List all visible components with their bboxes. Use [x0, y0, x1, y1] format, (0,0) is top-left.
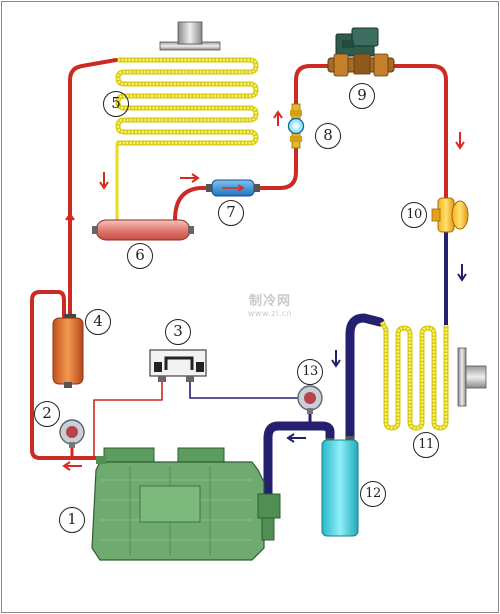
label-condenser: 5 [103, 91, 129, 117]
filter-drier-icon [206, 179, 260, 197]
solenoid-valve-icon [327, 27, 395, 77]
flow-arrow-up-left [65, 212, 75, 230]
oil-separator-icon [52, 314, 84, 388]
flow-arrow-down-evap [457, 264, 467, 282]
label-receiver: 6 [127, 243, 153, 269]
label-expansion-valve: 10 [401, 202, 427, 228]
label-sight-glass: 8 [315, 123, 341, 149]
sight-glass-icon [287, 103, 305, 149]
compressor-icon [91, 447, 281, 561]
liquid-line-2 [294, 64, 334, 117]
gas-liquid-separator-icon [321, 436, 359, 537]
low-pressure-switch-line [189, 379, 311, 409]
flow-arrow-left-suction [286, 433, 306, 443]
flow-arrow-down-suction [331, 350, 341, 368]
watermark: 制冷网 www.zl.cn [240, 290, 300, 318]
liquid-receiver-icon [92, 219, 194, 241]
flow-arrows [62, 110, 467, 471]
pressure-gauge-13-icon [297, 385, 323, 414]
flow-arrow-right-receiver [180, 173, 200, 183]
flow-arrow-down-right [455, 132, 465, 150]
evaporator-fan-icon [457, 347, 487, 407]
discharge-pipe [30, 290, 100, 460]
label-accumulator: 12 [360, 481, 386, 507]
label-filter-drier: 7 [218, 200, 244, 226]
label-compressor: 1 [59, 507, 85, 533]
label-gauge-2: 2 [34, 401, 60, 427]
evaporator-coil-icon [379, 320, 449, 431]
flow-arrow-up-sightglass [273, 110, 283, 126]
suction-return-pipe [263, 421, 335, 501]
pressure-switch-icon [149, 349, 207, 382]
label-pressure-switch: 3 [165, 319, 191, 345]
flow-arrow-left-discharge [62, 461, 82, 471]
condenser-coil-icon [115, 57, 259, 146]
high-pressure-switch-line [93, 379, 163, 459]
expansion-valve-icon [431, 197, 469, 233]
label-evaporator: 11 [413, 432, 439, 458]
suction-line [345, 313, 385, 445]
pressure-gauge-icon [59, 419, 85, 448]
condenser-fan-icon [159, 21, 221, 51]
label-oil-separator: 4 [85, 309, 111, 335]
watermark-main: 制冷网 [248, 294, 291, 309]
label-solenoid-valve: 9 [349, 83, 375, 109]
flow-arrow-down-condenser [99, 172, 109, 190]
watermark-sub: www.zl.cn [247, 309, 293, 318]
liquid-line-3 [390, 64, 448, 200]
receiver-outlet-pipe [173, 186, 212, 222]
liquid-line-1 [256, 143, 298, 190]
label-gauge-13: 13 [297, 359, 323, 385]
hot-gas-line [68, 58, 118, 316]
